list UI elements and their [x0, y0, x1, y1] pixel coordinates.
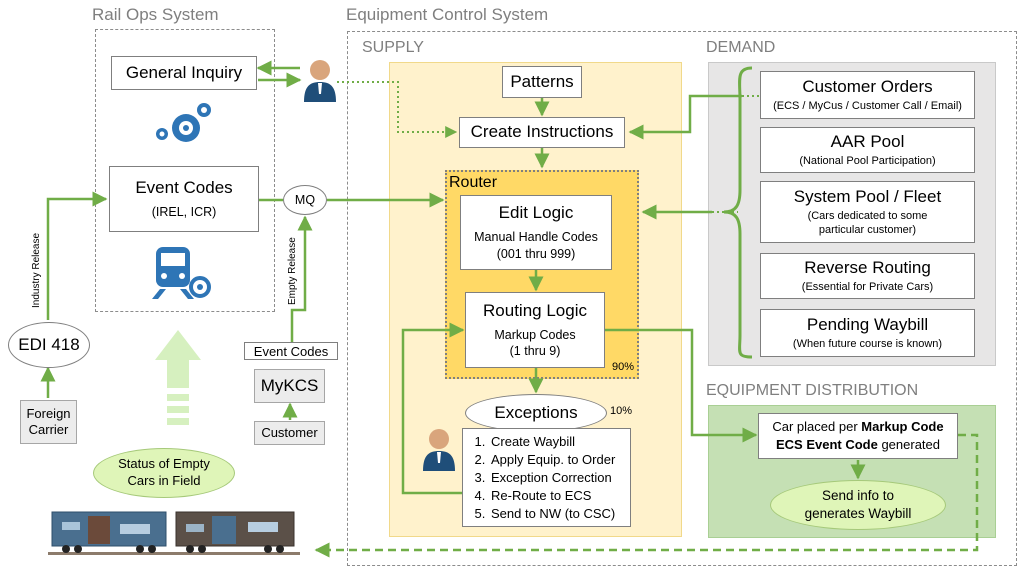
mq-label: MQ	[294, 192, 316, 207]
mykcs-box: MyKCS	[254, 369, 325, 403]
empty-release-label: Empty Release	[287, 237, 298, 305]
foreign-carrier-line-1: Foreign	[26, 405, 71, 421]
exception-item: Apply Equip. to Order	[489, 451, 626, 469]
customer-box: Customer	[254, 421, 325, 445]
edit-logic-box: Edit Logic Manual Handle Codes (001 thru…	[460, 195, 612, 270]
send-info-line-1: Send info to	[821, 488, 895, 504]
event-codes-tag: Event Codes	[244, 342, 338, 360]
foreign-carrier-line-2: Carrier	[28, 422, 69, 437]
pct-10-label: 10%	[610, 405, 633, 417]
edit-logic-title: Edit Logic	[498, 203, 574, 223]
exception-item: Re-Route to ECS	[489, 487, 626, 505]
person-icon	[421, 427, 457, 471]
car-placed-line-2: ECS Event Code generated	[776, 436, 940, 454]
exceptions-node: Exceptions	[465, 394, 607, 432]
markup-code-bold: Markup Code	[861, 419, 944, 435]
routing-logic-line-1: Markup Codes	[494, 327, 576, 342]
exceptions-label: Exceptions	[494, 402, 578, 422]
routing-logic-title: Routing Logic	[483, 300, 587, 320]
exception-item: Send to NW (to CSC)	[489, 505, 626, 523]
car-placed-pre: Car placed per	[772, 419, 862, 435]
industry-release-label: Industry Release	[31, 232, 42, 308]
status-empty-cars-node: Status of Empty Cars in Field	[93, 448, 235, 498]
demand-pending-waybill: Pending Waybill (When future course is k…	[760, 309, 975, 357]
edi-418-label: EDI 418	[18, 334, 80, 354]
routing-logic-line-2: (1 thru 9)	[509, 344, 561, 359]
edit-logic-line-1: Manual Handle Codes	[474, 230, 598, 245]
status-empty-line-2: Cars in Field	[127, 473, 201, 488]
demand-title: Reverse Routing	[804, 257, 931, 277]
event-codes-title: Event Codes	[135, 177, 233, 197]
exception-item: Create Waybill	[489, 433, 626, 451]
demand-title: AAR Pool	[830, 131, 905, 151]
exceptions-list-box: Create Waybill Apply Equip. to Order Exc…	[462, 428, 631, 527]
mq-node: MQ	[283, 185, 327, 215]
demand-title: Pending Waybill	[806, 314, 929, 334]
demand-system-pool: System Pool / Fleet (Cars dedicated to s…	[760, 181, 975, 243]
ecs-region	[347, 31, 1017, 566]
edit-logic-line-2: (001 thru 999)	[496, 246, 576, 261]
exception-item: Exception Correction	[489, 469, 626, 487]
general-inquiry-box: General Inquiry	[111, 56, 257, 90]
create-instructions-box: Create Instructions	[459, 117, 625, 148]
demand-title: System Pool / Fleet	[793, 186, 942, 206]
rail-ops-title: Rail Ops System	[92, 5, 219, 24]
edi-418-node: EDI 418	[8, 322, 90, 368]
demand-aar-pool: AAR Pool (National Pool Participation)	[760, 127, 975, 173]
distribution-label: EQUIPMENT DISTRIBUTION	[706, 382, 919, 399]
ecs-title: Equipment Control System	[346, 5, 549, 24]
demand-title: Customer Orders	[802, 76, 933, 96]
demand-customer-orders: Customer Orders (ECS / MyCus / Customer …	[760, 71, 975, 119]
demand-reverse-routing: Reverse Routing (Essential for Private C…	[760, 253, 975, 299]
demand-sub: (Essential for Private Cars)	[801, 281, 934, 294]
gears-icon	[150, 100, 220, 150]
demand-label: DEMAND	[706, 39, 776, 56]
rail-ops-region	[95, 29, 275, 312]
routing-logic-box: Routing Logic Markup Codes (1 thru 9)	[465, 292, 605, 368]
send-info-line-2: generates Waybill	[804, 506, 912, 521]
event-codes-box: Event Codes (IREL, ICR)	[109, 166, 259, 232]
big-up-arrow	[155, 330, 201, 440]
router-label: Router	[449, 174, 498, 191]
pct-90-label: 90%	[612, 361, 635, 373]
event-codes-sub: (IREL, ICR)	[151, 205, 217, 220]
send-info-node: Send info to generates Waybill	[770, 480, 946, 530]
car-placed-box: Car placed per Markup Code ECS Event Cod…	[758, 413, 958, 459]
foreign-carrier-box: Foreign Carrier	[20, 400, 77, 444]
person-icon	[302, 58, 338, 102]
exceptions-list: Create Waybill Apply Equip. to Order Exc…	[469, 433, 626, 523]
demand-sub: (When future course is known)	[792, 338, 943, 351]
patterns-box: Patterns	[502, 66, 582, 98]
status-empty-line-1: Status of Empty	[118, 456, 210, 472]
train-icon	[152, 243, 214, 303]
car-placed-line-1: Car placed per Markup Code	[772, 418, 943, 436]
ecs-event-code-bold: ECS Event Code	[775, 437, 878, 452]
demand-sub: (National Pool Participation)	[799, 155, 936, 168]
car-placed-post: generated	[877, 437, 941, 452]
demand-sub: (ECS / MyCus / Customer Call / Email)	[773, 100, 962, 113]
supply-label: SUPPLY	[362, 39, 424, 56]
rail-cars-image	[48, 508, 300, 556]
demand-sub: (Cars dedicated to some particular custo…	[807, 209, 928, 237]
